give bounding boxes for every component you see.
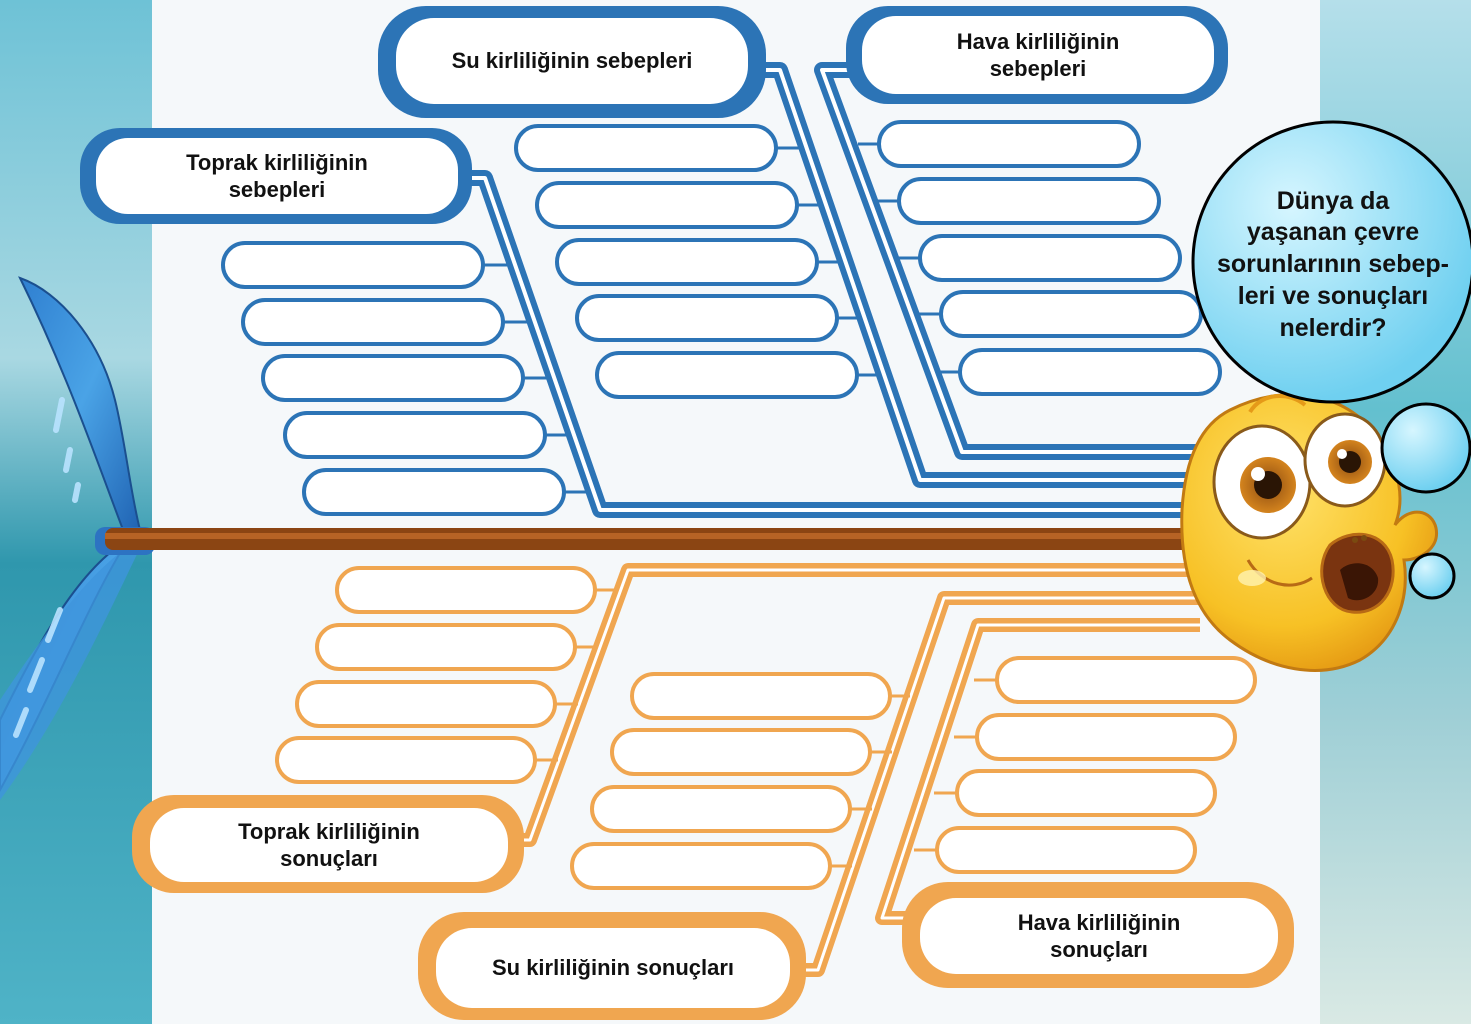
su-sonuc-box-3[interactable] [590, 785, 852, 833]
tail-lower-fin-body [0, 546, 140, 800]
header-hava-sebepleri-frame [846, 6, 1228, 104]
hava-sonuc-box-1[interactable] [995, 656, 1257, 704]
hava-sebep-box-2[interactable] [897, 177, 1161, 225]
bone-hava-sebepleri [814, 62, 1200, 460]
toprak-sonuc-box-3[interactable] [295, 680, 557, 728]
su-sonuc-box-1[interactable] [630, 672, 892, 720]
hava-sebep-box-1[interactable] [877, 120, 1141, 168]
toprak-sonuc-box-2[interactable] [315, 623, 577, 671]
toprak-sebep-box-1[interactable] [221, 241, 485, 289]
su-sonuc-box-4[interactable] [570, 842, 832, 890]
header-hava-sonuclari: Hava kirliliğinin sonuçları [1017, 909, 1181, 963]
toprak-sebep-box-4[interactable] [283, 411, 547, 459]
tail-upper-fin [18, 276, 142, 537]
su-sebep-box-2[interactable] [535, 181, 799, 229]
hava-sonuc-box-2[interactable] [975, 713, 1237, 761]
bone-su-sonuclari [800, 591, 1200, 977]
question-text: Dünya da yaşanan çevre sorunlarının sebe… [1217, 186, 1449, 342]
header-su-sebepleri-frame [378, 6, 766, 118]
su-sebep-box-4[interactable] [575, 294, 839, 342]
header-su-sonuclari-frame [418, 912, 806, 1020]
su-sebep-box-1[interactable] [514, 124, 778, 172]
toprak-sebep-box-5[interactable] [302, 468, 566, 516]
su-sebep-box-5[interactable] [595, 351, 859, 399]
toprak-sebep-box-2[interactable] [241, 298, 505, 346]
toprak-sebep-box-3[interactable] [261, 354, 525, 402]
hava-sebep-box-4[interactable] [939, 290, 1203, 338]
hava-sonuc-box-4[interactable] [935, 826, 1197, 874]
header-hava-sebepleri: Hava kirliliğinin sebepleri [956, 28, 1120, 82]
header-su-sebepleri: Su kirliliğinin sebepleri [451, 48, 693, 74]
header-toprak-sebepleri: Toprak kirliliğinin sebepleri [186, 149, 368, 203]
toprak-sonuc-box-1[interactable] [335, 566, 597, 614]
header-hava-sonuclari-frame [902, 882, 1294, 988]
thought-bubble [1191, 120, 1471, 404]
su-sebep-box-3[interactable] [555, 238, 819, 286]
toprak-sonuc-box-4[interactable] [275, 736, 537, 784]
small-bubble-2 [1380, 402, 1471, 494]
header-su-sonuclari: Su kirliliğinin sonuçları [491, 955, 735, 981]
header-toprak-sonuclari: Toprak kirliliğinin sonuçları [238, 818, 420, 872]
fish-fin-top [1248, 393, 1307, 414]
hava-sebep-box-3[interactable] [918, 234, 1182, 282]
hava-sonuc-box-3[interactable] [955, 769, 1217, 817]
header-toprak-sonuclari-frame [132, 795, 524, 893]
bone-toprak-sebepleri [470, 170, 1200, 518]
header-toprak-sebepleri-frame [80, 128, 472, 224]
hava-sebep-box-5[interactable] [958, 348, 1222, 396]
bone-su-sebepleri [765, 62, 1200, 488]
small-bubble-3 [1408, 552, 1456, 600]
fish-tail [0, 276, 155, 800]
su-sonuc-box-2[interactable] [610, 728, 872, 776]
